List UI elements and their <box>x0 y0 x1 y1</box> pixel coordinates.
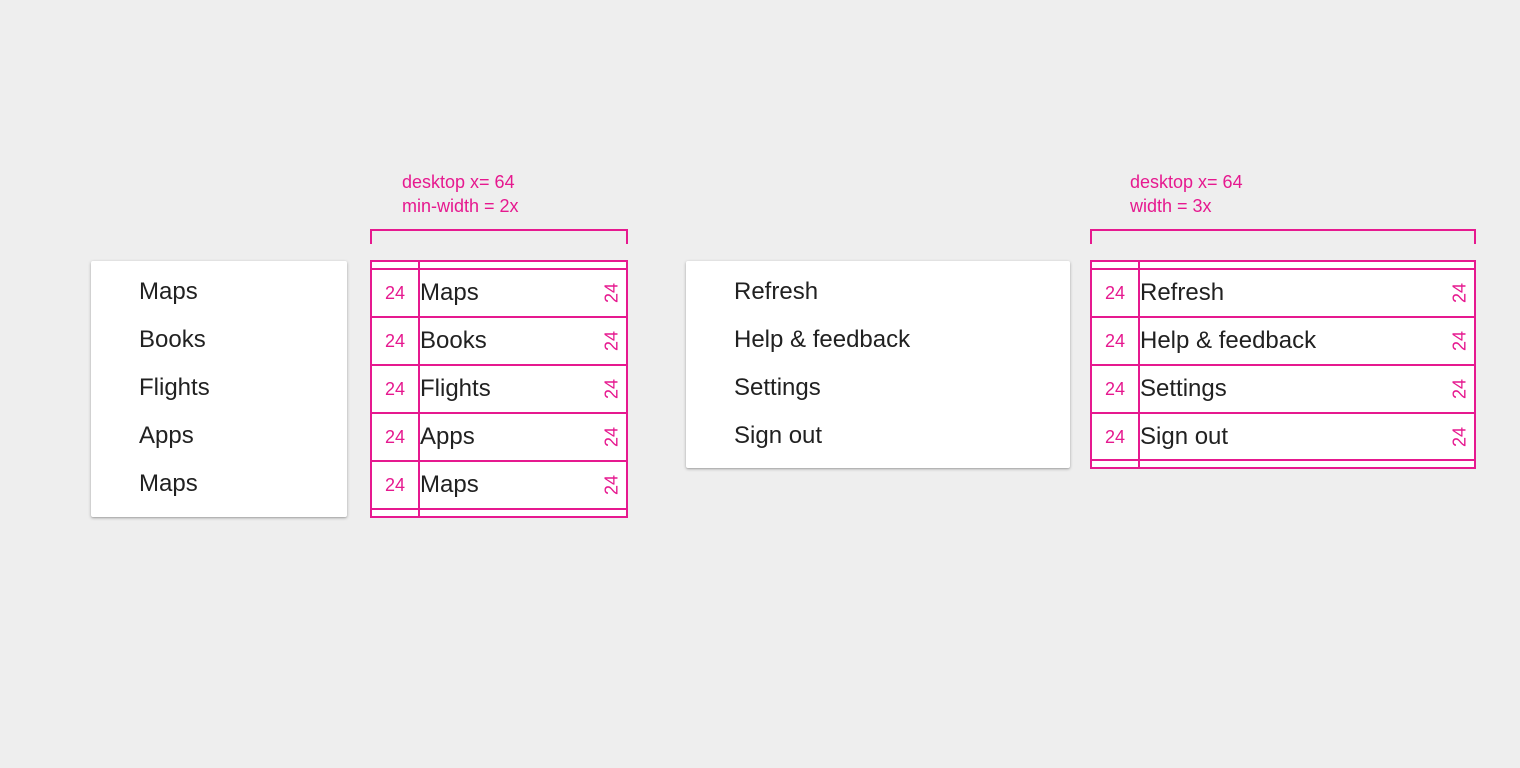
spec-item-label: Flights <box>420 375 491 402</box>
spec-row: 24 Books 24 <box>372 318 626 366</box>
spec-annotation-min-width: desktop x= 64 min-width = 2x <box>402 170 519 218</box>
padding-label: 24 <box>384 283 406 303</box>
spec-row: 24 Maps 24 <box>372 270 626 318</box>
spec-item-label: Sign out <box>1140 423 1229 450</box>
spec-redline-min-width: 24 Maps 24 24 Books 24 24 Flights 24 24 … <box>370 260 628 518</box>
padding-label-rotated: 24 <box>601 282 622 304</box>
spec-item-label: Refresh <box>1140 279 1225 306</box>
spec-row: 24 Flights 24 <box>372 366 626 414</box>
spec-item-label: Help & feedback <box>1140 327 1317 354</box>
spec-annotation-line: min-width = 2x <box>402 196 519 216</box>
menu-example-fixed-width: Refresh Help & feedback Settings Sign ou… <box>686 261 1070 468</box>
menu-item[interactable]: Refresh <box>734 278 819 305</box>
menu-item[interactable]: Help & feedback <box>734 326 911 353</box>
spec-item-label: Maps <box>420 279 479 306</box>
menu-item[interactable]: Settings <box>734 374 821 401</box>
padding-label: 24 <box>1104 379 1126 399</box>
menu-item[interactable]: Maps <box>139 278 198 305</box>
spec-row: 24 Maps 24 <box>372 462 626 510</box>
spec-item-label: Apps <box>420 423 475 450</box>
spec-row: 24 Help & feedback 24 <box>1092 318 1474 366</box>
padding-label: 24 <box>384 331 406 351</box>
spec-item-label: Maps <box>420 471 479 498</box>
padding-label-rotated: 24 <box>1449 282 1470 304</box>
padding-label: 24 <box>384 379 406 399</box>
padding-label-rotated: 24 <box>1449 330 1470 352</box>
spec-annotation-line: desktop x= 64 <box>402 172 515 192</box>
padding-label: 24 <box>1104 427 1126 447</box>
spec-annotation-line: width = 3x <box>1130 196 1212 216</box>
row-divider <box>372 268 626 270</box>
padding-label-rotated: 24 <box>1449 378 1470 400</box>
menu-example-min-width: Maps Books Flights Apps Maps <box>91 261 347 517</box>
padding-label-rotated: 24 <box>601 330 622 352</box>
row-divider <box>372 412 626 414</box>
spec-item-label: Books <box>420 327 487 354</box>
spec-row: 24 Settings 24 <box>1092 366 1474 414</box>
width-bracket <box>1090 229 1476 244</box>
row-divider <box>1092 316 1474 318</box>
padding-label: 24 <box>384 475 406 495</box>
spec-row: 24 Sign out 24 <box>1092 414 1474 462</box>
spec-item-label: Settings <box>1140 375 1227 402</box>
padding-label-rotated: 24 <box>601 474 622 496</box>
spec-row: 24 Apps 24 <box>372 414 626 462</box>
row-divider <box>1092 459 1474 461</box>
menu-item[interactable]: Books <box>139 326 206 353</box>
menu-item[interactable]: Flights <box>139 374 210 401</box>
row-divider <box>1092 412 1474 414</box>
spec-redline-fixed-width: 24 Refresh 24 24 Help & feedback 24 24 S… <box>1090 260 1476 469</box>
padding-label: 24 <box>1104 283 1126 303</box>
padding-guide-line <box>418 262 420 516</box>
spec-row: 24 Refresh 24 <box>1092 270 1474 318</box>
padding-label: 24 <box>1104 331 1126 351</box>
spec-annotation-line: desktop x= 64 <box>1130 172 1243 192</box>
row-divider <box>1092 364 1474 366</box>
menu-item[interactable]: Apps <box>139 422 194 449</box>
row-divider <box>1092 268 1474 270</box>
padding-label-rotated: 24 <box>601 426 622 448</box>
row-divider <box>372 508 626 510</box>
menu-item[interactable]: Maps <box>139 470 198 497</box>
padding-label-rotated: 24 <box>601 378 622 400</box>
row-divider <box>372 460 626 462</box>
row-divider <box>372 364 626 366</box>
padding-label: 24 <box>384 427 406 447</box>
width-bracket <box>370 229 628 244</box>
spec-annotation-fixed-width: desktop x= 64 width = 3x <box>1130 170 1243 218</box>
row-divider <box>372 316 626 318</box>
menu-item[interactable]: Sign out <box>734 422 823 449</box>
padding-label-rotated: 24 <box>1449 426 1470 448</box>
